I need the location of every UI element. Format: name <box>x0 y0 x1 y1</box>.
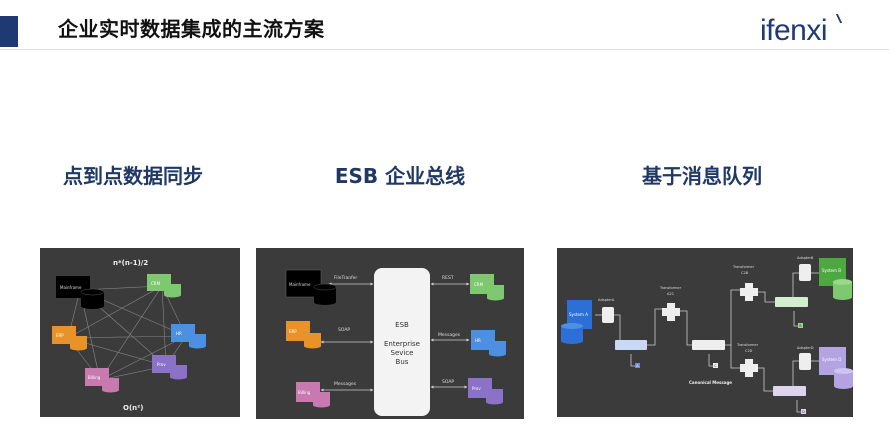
svg-text:ERP: ERP <box>56 333 64 338</box>
link-soap-right: SOAP <box>442 379 454 385</box>
canonical-queue <box>692 340 725 350</box>
p2p-link <box>99 285 163 381</box>
p2p-complexity: O(n²) <box>123 404 143 412</box>
esb-node-prov: Prov <box>468 378 503 405</box>
esb-node-crm: CRM <box>470 274 504 301</box>
transformer-a2c-label: Transformer <box>659 286 682 290</box>
system-a: System A <box>561 300 592 344</box>
esb-node-mainframe: Mainframe <box>285 269 337 305</box>
logo-mark <box>831 14 843 23</box>
p2p-diagram: n*(n-1)/2 Mainframe CRM ERP HR Prov Bill… <box>40 248 240 417</box>
esb-bus-line1: Enterprise <box>384 340 420 348</box>
node-hr: HR <box>171 324 206 349</box>
heading-p2p: 点到点数据同步 <box>63 164 203 188</box>
logo: ifenxi <box>760 14 828 47</box>
adapter-b-label: AdapterB <box>797 256 814 260</box>
svg-text:System B: System B <box>822 268 841 273</box>
node-billing: Billing <box>85 368 119 393</box>
svg-text:Mainframe: Mainframe <box>60 285 82 290</box>
p2p-formula: n*(n-1)/2 <box>113 259 148 267</box>
mq-diagram: System A AdapterA Transformer A2C Transf… <box>557 248 853 417</box>
queue-a <box>615 340 647 350</box>
node-prov: Prov <box>152 355 187 380</box>
esb-diagram: ESB Enterprise Sevice Bus FileTranfer RE… <box>256 248 524 419</box>
transformer-c2b <box>740 283 758 301</box>
svg-text:Prov: Prov <box>472 386 481 391</box>
heading-mq: 基于消息队列 <box>642 164 762 188</box>
adapter-b <box>799 264 811 281</box>
page-title: 企业实时数据集成的主流方案 <box>58 17 325 41</box>
adapter-a <box>602 307 614 323</box>
queue-d <box>773 386 806 396</box>
transformer-c2d <box>740 359 758 377</box>
svg-text:Prov: Prov <box>157 362 166 367</box>
esb-bus <box>374 268 430 416</box>
svg-text:CRM: CRM <box>151 281 161 286</box>
header-accent-bar <box>0 16 18 47</box>
svg-text:HR: HR <box>475 338 481 343</box>
marker-b: B <box>799 324 802 328</box>
system-d: System D <box>819 347 853 389</box>
link-messages-right: Messages <box>438 332 461 338</box>
esb-bus-line3: Bus <box>396 358 409 366</box>
node-mainframe: Mainframe <box>56 276 105 309</box>
marker-a: A <box>636 364 639 368</box>
esb-node-erp: ERP <box>286 321 321 349</box>
system-b: System B <box>819 258 852 300</box>
svg-text:System A: System A <box>569 312 588 317</box>
p2p-link <box>67 335 187 339</box>
p2p-link <box>161 285 167 367</box>
svg-text:ERP: ERP <box>289 329 297 334</box>
svg-text:CRM: CRM <box>474 282 484 287</box>
queue-b <box>775 297 808 307</box>
marker-d: D <box>802 410 805 414</box>
header-divider <box>0 49 889 50</box>
svg-text:C2B: C2B <box>741 271 749 275</box>
link-soap-left: SOAP <box>338 327 350 333</box>
canonical-message-label: Canonical Message <box>689 380 732 385</box>
node-erp: ERP <box>52 326 87 351</box>
svg-text:Billing: Billing <box>298 390 311 395</box>
svg-text:C2D: C2D <box>745 349 753 353</box>
node-crm: CRM <box>147 274 181 298</box>
transformer-a2c <box>662 303 680 321</box>
p2p-link <box>99 335 187 381</box>
svg-text:A2C: A2C <box>667 292 675 296</box>
transformer-c2b-label: Transformer <box>732 265 755 269</box>
svg-text:HR: HR <box>176 331 182 336</box>
svg-text:Billing: Billing <box>88 375 101 380</box>
esb-node-hr: HR <box>471 330 506 357</box>
transformer-c2d-label: Transformer <box>736 343 759 347</box>
link-rest: REST <box>442 275 454 281</box>
esb-node-billing: Billing <box>296 382 330 408</box>
esb-bus-title: ESB <box>395 321 409 329</box>
svg-text:Mainframe: Mainframe <box>289 282 311 287</box>
svg-text:System D: System D <box>822 357 841 362</box>
link-messages-left: Messages <box>334 381 357 387</box>
heading-esb: ESB 企业总线 <box>334 164 466 188</box>
esb-bus-line2: Sevice <box>391 349 414 357</box>
adapter-d <box>799 353 811 370</box>
marker-c: C <box>714 364 717 368</box>
adapter-a-label: AdapterA <box>598 298 615 302</box>
link-filetransfer: FileTranfer <box>334 275 357 281</box>
p2p-link <box>67 285 163 339</box>
adapter-d-label: AdapterD <box>797 346 814 350</box>
